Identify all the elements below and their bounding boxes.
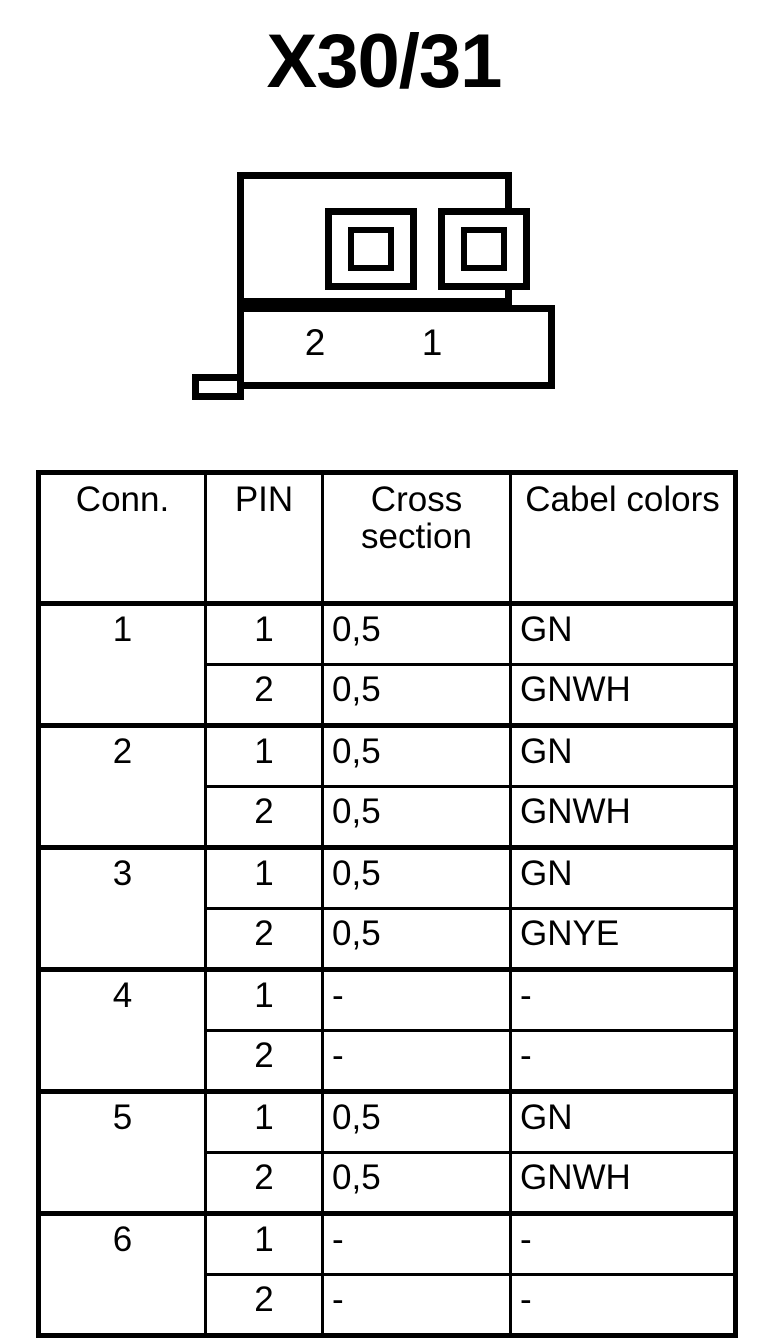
connector-pin-label-2: 2 [304,322,326,363]
cell-conn: 5 [37,1089,207,1216]
cell-pin: 2 [204,1273,324,1338]
column-header-conn: Conn. [37,471,207,606]
cell-pin: 1 [204,723,324,788]
cell-conn: 3 [37,845,207,972]
cell-pin: 1 [204,967,324,1032]
cell-cross-section: 0,5 [321,601,512,666]
cell-pin: 1 [204,1089,324,1154]
cell-pin: 2 [204,907,324,972]
cell-cross-section: 0,5 [321,845,512,910]
terminal-cavity-1 [438,208,530,290]
table-row: 2 0,5 GNWH [39,785,737,850]
cell-cable-color: - [509,1029,737,1094]
cell-cable-color: GNWH [509,785,737,850]
cell-pin: 2 [204,785,324,850]
page-title: X30/31 [266,19,503,104]
cell-pin: 1 [204,1211,324,1276]
table-row: 6 1 - - [37,1211,737,1338]
cell-conn: 4 [37,967,207,1094]
cell-cable-color: GN [509,601,737,666]
table-row: 5 1 0,5 GN [37,1089,737,1216]
cell-cross-section: 0,5 [321,663,512,728]
cell-cross-section: 0,5 [321,785,512,850]
connector-diagram: 2 1 [186,172,562,402]
cell-cable-color: - [509,1273,737,1338]
table-row: 2 1 0,5 GN [37,723,737,850]
cell-cross-section: 0,5 [321,907,512,972]
table-row: 2 0,5 GNYE [39,907,737,972]
column-header-cross-section: Cross section [321,471,512,606]
cell-cross-section: - [321,967,512,1032]
cell-cross-section: - [321,1211,512,1276]
connector-housing-face [237,172,530,305]
cell-cross-section: 0,5 [321,1089,512,1154]
pin-assignment-table: Conn. PIN Cross section Cabel colors 1 1… [36,470,738,1338]
cell-cable-color: - [509,1211,737,1276]
cell-cable-color: GN [509,845,737,910]
cell-cable-color: GNWH [509,1151,737,1216]
table-row: 4 1 - - [37,967,737,1094]
cell-pin: 2 [204,1029,324,1094]
cell-cross-section: 0,5 [321,1151,512,1216]
connector-pin-label-1: 1 [421,322,443,363]
table-header-row: Conn. PIN Cross section Cabel colors [37,471,737,606]
table-row: 2 - - [39,1029,737,1094]
cell-cross-section: - [321,1273,512,1338]
cell-conn: 6 [37,1211,207,1338]
cell-cable-color: GNYE [509,907,737,972]
cell-pin: 1 [204,601,324,666]
table-row: 2 0,5 GNWH [39,663,737,728]
table-row: 1 1 0,5 GN [37,601,737,728]
cell-cable-color: GNWH [509,663,737,728]
column-header-pin: PIN [204,471,324,606]
column-header-cable-colors: Cabel colors [509,471,737,606]
cell-pin: 2 [204,1151,324,1216]
cell-cable-color: - [509,967,737,1032]
cell-pin: 1 [204,845,324,910]
connector-housing-body [237,305,555,389]
terminal-contact-1-icon [461,227,507,271]
terminal-contact-2-icon [348,227,394,271]
table-row: 3 1 0,5 GN [37,845,737,972]
table-body: 1 1 0,5 GN 2 0,5 GNWH 2 1 0,5 GN 2 0,5 G… [37,601,737,1338]
cell-pin: 2 [204,663,324,728]
cell-conn: 1 [37,601,207,728]
cell-cross-section: 0,5 [321,723,512,788]
cell-cross-section: - [321,1029,512,1094]
table-row: 2 0,5 GNWH [39,1151,737,1216]
terminal-cavity-2 [325,208,417,290]
cell-cable-color: GN [509,723,737,788]
connector-latch-tab [192,374,244,400]
cell-cable-color: GN [509,1089,737,1154]
cell-conn: 2 [37,723,207,850]
